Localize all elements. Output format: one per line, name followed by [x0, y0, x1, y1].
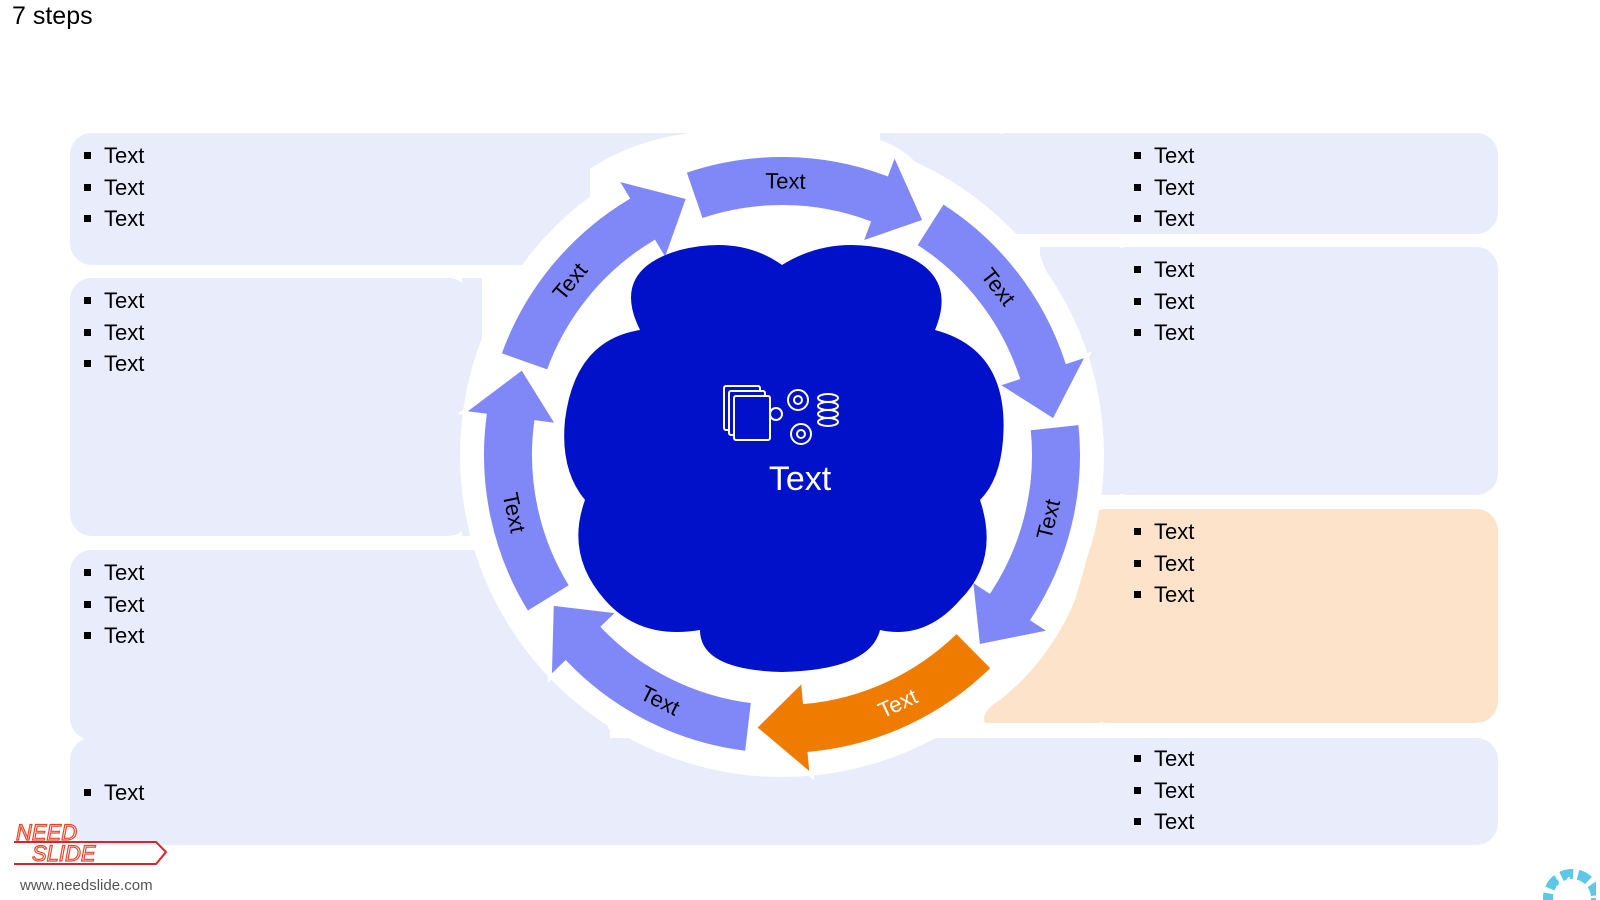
cycle-arrow [496, 175, 691, 375]
list-item: Text [1132, 254, 1194, 286]
cycle-arrow [968, 420, 1084, 649]
panel-upper-right [1105, 247, 1498, 495]
list-item: Text [1132, 140, 1194, 172]
list-item: Text [82, 348, 144, 380]
panel-mid-left [70, 278, 470, 536]
list-item: Text [1132, 548, 1194, 580]
page-number: 14 [1555, 874, 1572, 891]
cycle-arrow [912, 199, 1093, 424]
list-item: Text [82, 140, 144, 172]
slide-title: 7 steps [12, 2, 93, 30]
list-item: Text [82, 203, 144, 235]
cycle-arrow-highlighted [751, 628, 996, 781]
bullet-list-top-right: Text Text Text [1132, 140, 1194, 235]
list-item: Text [1132, 203, 1194, 235]
bullet-list-lower-left: Text Text Text [82, 557, 144, 652]
list-item: Text [1132, 806, 1194, 838]
list-item: Text [1132, 743, 1194, 775]
list-item: Text [82, 285, 144, 317]
cycle-arrow [547, 601, 756, 756]
documents-gears-coins-icon [723, 385, 839, 445]
list-item: Text [1132, 172, 1194, 204]
list-item: Text [1132, 579, 1194, 611]
list-item: Text [82, 589, 144, 621]
needslide-logo: NEED SLIDE [14, 822, 168, 867]
bullet-list-top-left: Text Text Text [82, 140, 144, 235]
bullet-list-bottom-right: Text Text Text [1132, 743, 1194, 838]
logo-text-need: NEED [16, 822, 77, 845]
cycle-arrow [681, 147, 928, 247]
list-item: Text [1132, 775, 1194, 807]
website-url: www.needslide.com [20, 877, 153, 894]
cycle-arrow [457, 364, 575, 617]
panel-lower-right-highlight [1085, 509, 1498, 723]
center-label: Text [768, 460, 832, 498]
list-item: Text [82, 557, 144, 589]
list-item: Text [82, 620, 144, 652]
bullet-list-lower-right: Text Text Text [1132, 516, 1194, 611]
list-item: Text [82, 172, 144, 204]
bullet-list-bottom-left: Text [82, 777, 144, 809]
panel-top-right [985, 133, 1498, 234]
cycle-arrow-label: Text [765, 168, 806, 194]
center-flower-shape [564, 245, 1004, 672]
bullet-list-upper-right: Text Text Text [1132, 254, 1194, 349]
list-item: Text [82, 317, 144, 349]
page-number-badge [1543, 869, 1596, 900]
bullet-list-mid-left: Text Text Text [82, 285, 144, 380]
list-item: Text [1132, 286, 1194, 318]
list-item: Text [82, 777, 144, 809]
list-item: Text [1132, 516, 1194, 548]
logo-text-slide: SLIDE [32, 841, 96, 866]
list-item: Text [1132, 317, 1194, 349]
